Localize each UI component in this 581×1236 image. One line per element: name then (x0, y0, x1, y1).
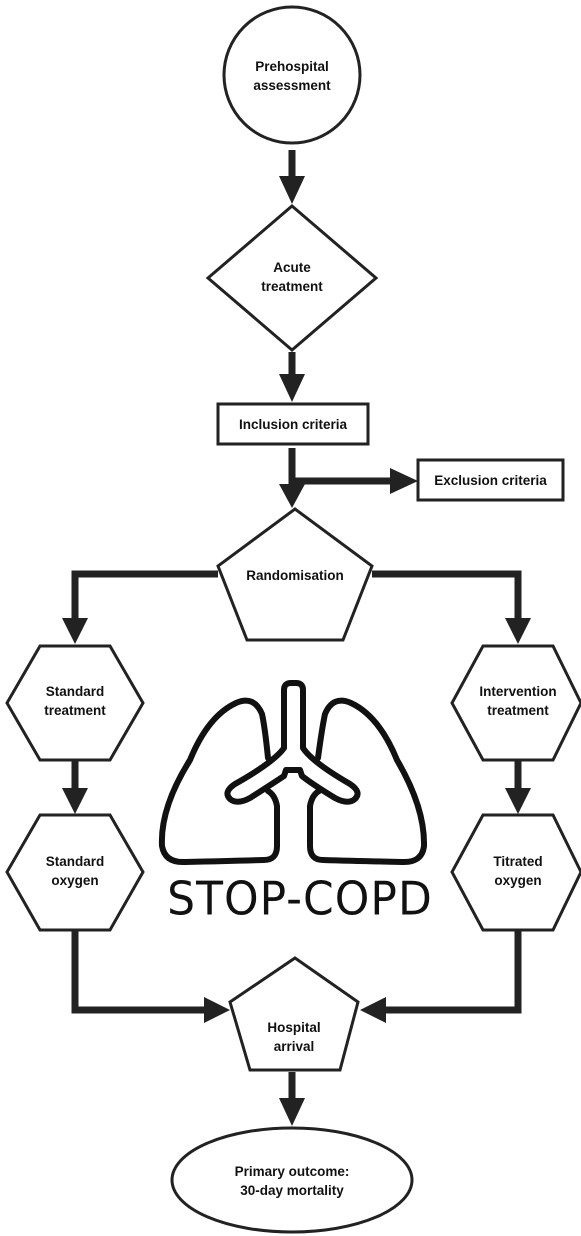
arrow-standard-oxygen-to-hospital (71, 930, 206, 1014)
intervention-treatment-node (450, 644, 581, 762)
standard-oxygen-node (5, 813, 145, 932)
standard-treatment-node (5, 644, 145, 762)
arrow-randomisation-to-standard (71, 570, 218, 620)
arrowhead-randomisation (279, 484, 305, 508)
primary-outcome-node (170, 1126, 414, 1234)
randomisation-label: Randomisation (246, 567, 344, 583)
arrowhead-intervention (505, 618, 531, 644)
prehospital-assessment-label: Prehospital assessment (253, 59, 331, 93)
arrowhead-titrated-oxygen (505, 788, 531, 814)
exclusion-criteria-node (416, 458, 565, 502)
arrowhead-hospital-left (204, 997, 230, 1023)
titrated-oxygen-node (450, 813, 581, 932)
arrowhead-standard (62, 618, 88, 644)
titrated-oxygen-label: Titrated oxygen (493, 854, 543, 888)
acute-treatment-label: Acute treatment (261, 260, 323, 294)
lungs-icon (158, 680, 428, 866)
arrowhead-outcome (279, 1098, 305, 1126)
standard-oxygen-label: Standard oxygen (45, 854, 105, 888)
inclusion-criteria-node (216, 402, 370, 446)
prehospital-assessment-node (222, 5, 362, 145)
standard-treatment-label: Standard treatment (44, 684, 106, 718)
arrowhead-inclusion (279, 374, 305, 402)
arrowhead-exclusion (390, 468, 418, 494)
exclusion-criteria-label: Exclusion criteria (434, 472, 547, 488)
arrowhead-hospital-right (360, 997, 386, 1023)
randomisation-node (216, 507, 374, 642)
arrow-titrated-oxygen-to-hospital (384, 930, 522, 1014)
inclusion-criteria-label: Inclusion criteria (238, 416, 348, 432)
hospital-arrival-node (228, 956, 360, 1072)
intervention-treatment-label: Intervention treatment (479, 684, 557, 718)
acute-treatment-node (205, 204, 379, 352)
arrowhead-acute (279, 176, 305, 204)
arrowhead-standard-oxygen (62, 788, 88, 814)
primary-outcome-label: Primary outcome: 30-day mortality (234, 1164, 350, 1198)
arrow-randomisation-to-intervention (372, 570, 522, 620)
stop-copd-logo-text: STOP-COPD (167, 872, 433, 927)
hospital-arrival-label: Hospital arrival (267, 1020, 321, 1054)
